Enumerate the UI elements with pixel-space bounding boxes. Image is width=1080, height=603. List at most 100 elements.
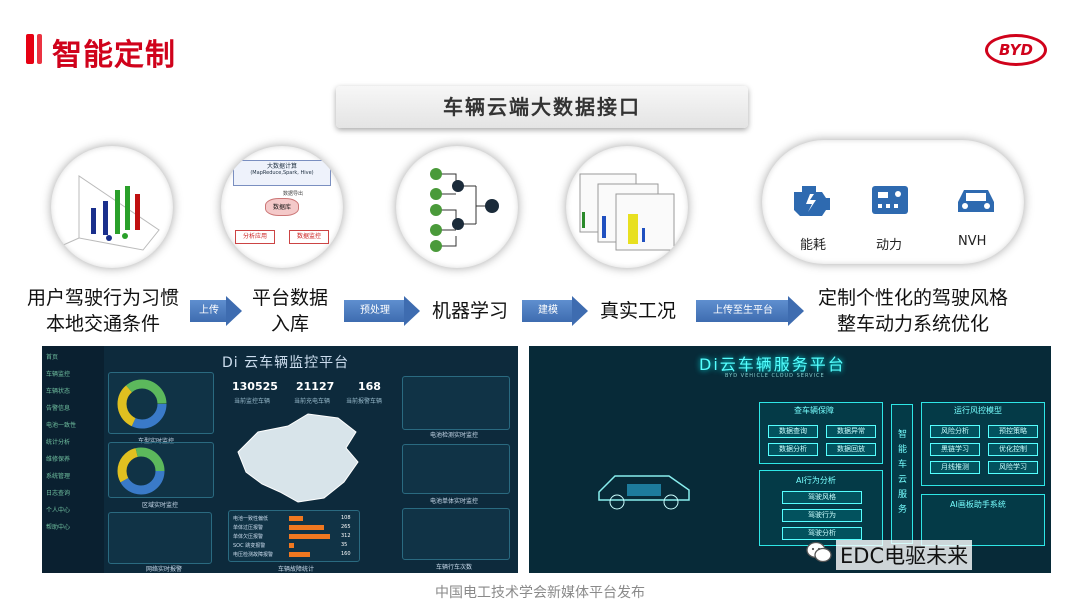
- energy-label: 能耗: [800, 238, 827, 253]
- fault-row-label: 单体过压报警: [233, 525, 264, 531]
- stacked-charts-icon: [579, 173, 675, 251]
- step-user-behavior: 用户驾驶行为习惯 本地交通条件: [18, 285, 188, 337]
- panel-ai-assistant-title: AI画板助手系统: [950, 500, 1006, 509]
- sidebar-item[interactable]: 日志查询: [46, 490, 71, 497]
- arrow-modeling-label: 建模: [538, 305, 558, 316]
- data-export-label: 数据导出: [283, 191, 304, 197]
- arrow-modeling: 建模: [522, 296, 590, 326]
- optimization-targets-pill: 能耗 动力 NVH: [762, 140, 1024, 264]
- fault-row-bar: [289, 516, 303, 521]
- btn-optimize-control[interactable]: 优化控制: [988, 443, 1038, 456]
- stat-charging-value: 21127: [296, 380, 335, 393]
- sidebar-item[interactable]: 车辆状态: [46, 388, 71, 395]
- title-accent-bar-2: [37, 34, 42, 64]
- btn-chain-learning[interactable]: 黑链学习: [930, 443, 980, 456]
- fault-row-label: 单体欠压报警: [233, 534, 264, 540]
- step-real-conditions: 真实工况: [592, 298, 684, 324]
- panel-fault-stats-label: 车辆故障统计: [278, 566, 315, 573]
- nvh-label: NVH: [958, 234, 987, 249]
- fault-row-value: 265: [341, 524, 351, 530]
- panel-trip-count: [402, 508, 510, 560]
- stat-alarm-label: 当前报警车辆: [346, 398, 383, 405]
- step-2-line2: 入库: [270, 313, 309, 335]
- panel-trip-count-label: 车辆行车次数: [436, 564, 473, 571]
- donut-chart-2: [117, 447, 165, 495]
- btn-data-replay[interactable]: 数据回放: [826, 443, 876, 456]
- step-custom-driving: 定制个性化的驾驶风格 整车动力系统优化: [806, 285, 1020, 337]
- vehicle-chassis-icon: [598, 475, 690, 510]
- panel-vehicle-guarantee: 查车辆保障 数据查询 数据异常 数据分析 数据回放: [759, 402, 883, 464]
- sidebar-item[interactable]: 系统管理: [46, 473, 71, 480]
- sidebar-item[interactable]: 首页: [46, 354, 59, 361]
- sidebar-item[interactable]: 电池一致性: [46, 422, 77, 429]
- btn-data-query[interactable]: 数据查询: [768, 425, 818, 438]
- panel-network-alarm-label: 网络实时报警: [146, 566, 183, 573]
- btn-monthly-forecast[interactable]: 月线推测: [930, 461, 980, 474]
- title-accent-bar: [26, 34, 34, 64]
- btn-risk-analysis[interactable]: 风险分析: [930, 425, 980, 438]
- step-1-line2: 本地交通条件: [45, 313, 160, 335]
- stat-monitored-label: 当前监控车辆: [234, 398, 271, 405]
- sidebar-item[interactable]: 个人中心: [46, 507, 71, 514]
- step-5-line1: 定制个性化的驾驶风格: [817, 287, 1008, 309]
- analysis-app-box: 分析应用: [235, 230, 275, 244]
- btn-precontrol[interactable]: 预控策略: [988, 425, 1038, 438]
- arrow-preprocess: 预处理: [344, 296, 422, 326]
- panel-risk-model-title: 运行风控模型: [954, 406, 1002, 415]
- circle-data-architecture: 大数据计算 (MapReduce,Spark, Hive) 数据导出 数据库 分…: [221, 146, 343, 268]
- fault-row-label: 电池一致性偏低: [233, 516, 269, 522]
- banner-cloud-data-interface: 车辆云端大数据接口: [336, 86, 748, 128]
- btn-data-analysis[interactable]: 数据分析: [768, 443, 818, 456]
- dashboard-2-subtitle: BYD VEHICLE CLOUD SERVICE: [725, 373, 825, 379]
- fault-row-bar: [289, 552, 310, 557]
- stat-monitored-value: 130525: [232, 380, 278, 393]
- decision-tree-icon: [430, 168, 499, 252]
- panel-region-monitor-label: 区域实时监控: [142, 502, 179, 509]
- circuit-board-icon: [872, 186, 908, 214]
- dashboard-sidebar: 首页车辆监控车辆状态告警信息电池一致性统计分析维修保养系统管理日志查询个人中心帮…: [42, 346, 104, 573]
- center-vertical-label: 智能车云服务: [891, 404, 913, 544]
- sidebar-item[interactable]: 车辆监控: [46, 371, 71, 378]
- wechat-icon: [806, 541, 832, 563]
- stat-alarm-value: 168: [358, 380, 381, 393]
- fault-row-value: 108: [341, 515, 351, 521]
- dashboard-2-title: Di云车辆服务平台: [699, 355, 846, 374]
- circle-real-conditions: [566, 146, 688, 268]
- fault-row-label: 电压检测故障报警: [233, 552, 274, 558]
- panel-battery-cell-label: 电池单体实时监控: [430, 498, 479, 505]
- sidebar-item[interactable]: 帮助中心: [46, 524, 71, 531]
- database-icon: 数据库: [265, 198, 299, 216]
- panel-network-alarm: [108, 512, 212, 564]
- fault-row-bar: [289, 525, 324, 530]
- sidebar-item[interactable]: 告警信息: [46, 405, 71, 412]
- btn-data-anomaly[interactable]: 数据异常: [826, 425, 876, 438]
- arrow-upload-platform: 上传至生平台: [696, 296, 806, 326]
- btn-driving-analysis[interactable]: 驾驶分析: [782, 527, 862, 540]
- 3d-bar-chart-icon: [60, 175, 160, 251]
- panel-battery-detect-label: 电池检测实时监控: [430, 432, 479, 439]
- power-label: 动力: [876, 238, 903, 253]
- panel-region-monitor: [108, 442, 214, 498]
- step-machine-learning: 机器学习: [424, 298, 516, 324]
- service-platform-screenshot: Di云车辆服务平台 BYD VEHICLE CLOUD SERVICE 查车辆保…: [529, 346, 1051, 573]
- page-title: 智能定制: [52, 38, 176, 73]
- fault-row-bar: [289, 534, 330, 539]
- fault-row-bar: [289, 543, 294, 548]
- arrow-preprocess-label: 预处理: [360, 305, 390, 316]
- step-2-line1: 平台数据: [251, 287, 328, 309]
- sidebar-item[interactable]: 统计分析: [46, 439, 71, 446]
- dashboard-1-title: Di 云车辆监控平台: [222, 355, 350, 371]
- panel-model-monitor-label: 车型实时监控: [138, 436, 174, 445]
- btn-driving-behavior[interactable]: 驾驶行为: [782, 509, 862, 522]
- fault-row: 单体过压报警 265: [233, 524, 357, 532]
- stat-charging-label: 当前充电车辆: [294, 398, 331, 405]
- circle-machine-learning: [396, 146, 518, 268]
- sidebar-item[interactable]: 维修保养: [46, 456, 71, 463]
- footer-text: 中国电工技术学会新媒体平台发布: [435, 585, 645, 601]
- btn-driving-style[interactable]: 驾驶风格: [782, 491, 862, 504]
- btn-risk-learning[interactable]: 风险学习: [988, 461, 1038, 474]
- panel-model-monitor: [108, 372, 214, 434]
- step-5-line2: 整车动力系统优化: [836, 313, 989, 335]
- big-data-compute-box: 大数据计算 (MapReduce,Spark, Hive): [233, 160, 331, 186]
